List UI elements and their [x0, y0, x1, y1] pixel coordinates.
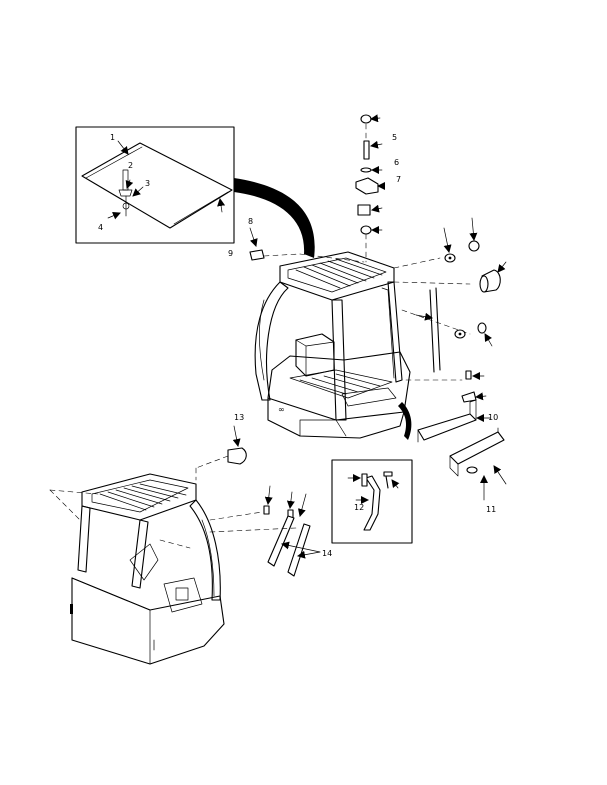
grab-handles: 14 — [263, 485, 332, 577]
detail-inset-canopy — [75, 126, 235, 244]
small-plate-part: 8 9 — [228, 217, 301, 261]
callout-label: 2 — [128, 161, 133, 170]
detail-pointer-curve — [234, 178, 315, 258]
callout-label: 11 — [486, 505, 496, 514]
callout-label: 12 — [354, 503, 364, 512]
rear-cab-view — [70, 473, 225, 665]
right-hardware — [415, 217, 507, 501]
callout-label: 5 — [392, 133, 397, 142]
callout-label: 13 — [234, 413, 244, 422]
callout-label: 7 — [396, 175, 401, 184]
callout-label: 9 — [228, 249, 233, 258]
callout-label: 10 — [488, 413, 498, 422]
right-callouts: 10 11 — [486, 413, 498, 514]
callout-label: 6 — [394, 158, 399, 167]
callout-label: 3 — [145, 179, 150, 188]
detail-inset-handle: 12 — [331, 459, 413, 544]
callout-label: 14 — [322, 549, 332, 558]
main-cab-assembly: ∞ — [254, 251, 411, 439]
handle-pointer-curve — [398, 402, 412, 440]
leader-lines-main — [299, 253, 471, 381]
callout-label: 4 — [98, 223, 103, 232]
callout-label: 8 — [248, 217, 253, 226]
hardware-stack — [355, 114, 385, 263]
leader-lines-lower — [49, 467, 297, 549]
stack-callouts: 5 6 7 — [392, 133, 401, 184]
callout-label: 1 — [110, 133, 115, 142]
mirror-part: 13 — [195, 413, 247, 469]
cab-plate-mark: ∞ — [278, 405, 285, 414]
inset-callouts: 1 2 3 4 — [98, 133, 150, 232]
